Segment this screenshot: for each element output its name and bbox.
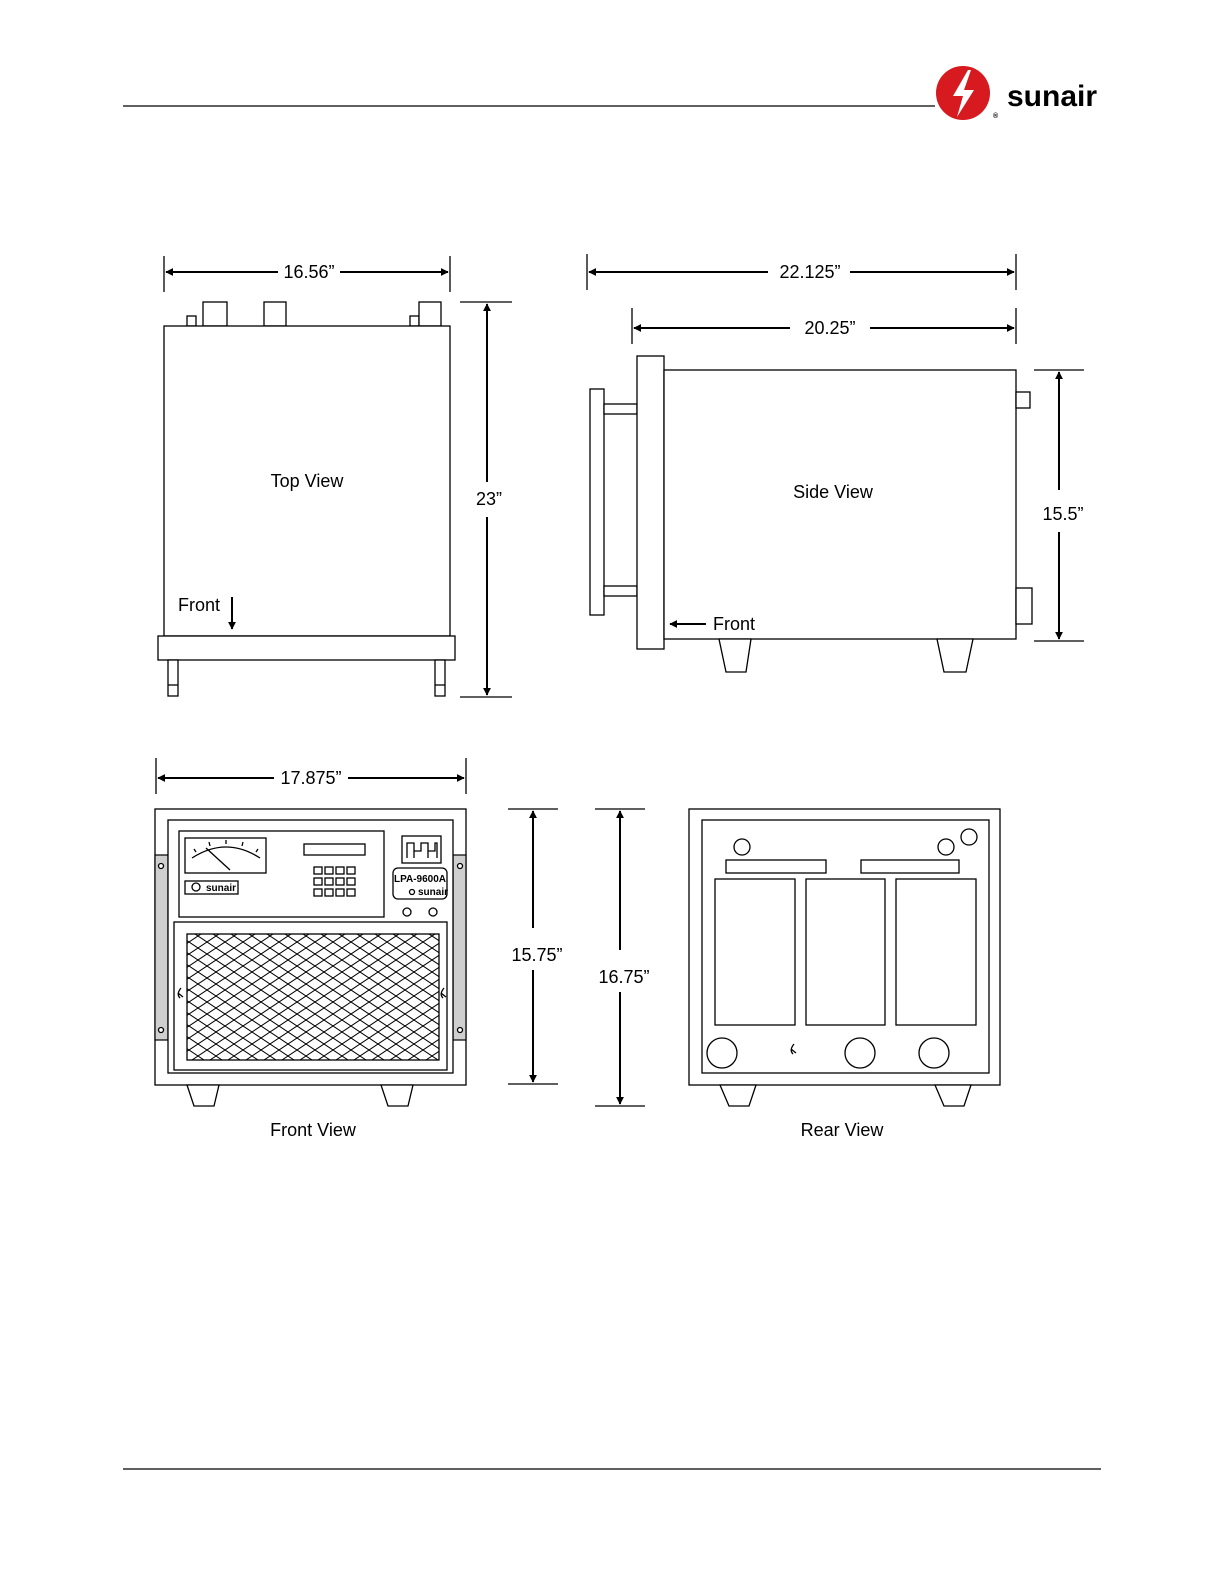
front-model-brand: sunair	[418, 887, 448, 898]
front-model-label: LPA-9600A	[394, 874, 446, 885]
front-left-rack-ear	[155, 855, 168, 1040]
front-overall-height-dimension: 16.75”	[598, 967, 649, 987]
logo-text: sunair	[1007, 80, 1097, 113]
rear-port-2-icon	[845, 1038, 875, 1068]
front-knob-right-icon	[429, 908, 437, 916]
front-foot-left	[187, 1085, 219, 1106]
top-width-dimension: 16.56”	[283, 262, 334, 282]
rear-connector-strip-left	[726, 860, 826, 873]
rear-foot-left	[720, 1085, 756, 1106]
top-front-label: Front	[178, 595, 220, 615]
side-handle	[590, 389, 604, 615]
rear-port-1-icon	[707, 1038, 737, 1068]
top-depth-dimension: 23”	[476, 489, 502, 509]
front-badge-logo-icon	[192, 883, 200, 891]
rear-foot-right	[935, 1085, 971, 1106]
front-panel-brand: sunair	[206, 883, 236, 894]
front-width-dimension: 17.875”	[280, 768, 341, 788]
logo-registered-mark: ®	[993, 112, 999, 120]
front-height-dimension: 15.75”	[511, 945, 562, 965]
page-header: sunair ®	[123, 66, 1097, 120]
rear-view-title: Rear View	[801, 1120, 885, 1140]
front-knob-left-icon	[403, 908, 411, 916]
front-view-title: Front View	[270, 1120, 357, 1140]
side-view: 22.125” 20.25” Side View Front 15.5”	[587, 254, 1084, 672]
side-foot-rear	[937, 639, 973, 672]
front-grille-mesh	[187, 934, 439, 1060]
side-front-panel	[637, 356, 664, 649]
top-view-title: Top View	[271, 471, 345, 491]
side-foot-front	[719, 639, 751, 672]
side-height-dimension: 15.5”	[1042, 504, 1083, 524]
top-view: 16.56” Top View Front 23”	[158, 256, 512, 697]
rear-module-left	[715, 879, 795, 1025]
rear-view: Rear View	[689, 809, 1000, 1140]
front-view: 17.875” sunair	[155, 758, 650, 1140]
side-overall-length-dimension: 22.125”	[779, 262, 840, 282]
rear-connector-strip-right	[861, 860, 959, 873]
side-view-title: Side View	[793, 482, 874, 502]
front-right-rack-ear	[453, 855, 466, 1040]
front-display	[304, 844, 365, 855]
front-foot-right	[381, 1085, 413, 1106]
rear-module-right	[896, 879, 976, 1025]
rear-port-3-icon	[919, 1038, 949, 1068]
side-front-label: Front	[713, 614, 755, 634]
side-body-length-dimension: 20.25”	[804, 318, 855, 338]
sunair-logo: sunair ®	[936, 66, 1097, 120]
side-view-chassis	[664, 370, 1016, 639]
top-view-front-panel	[158, 636, 455, 660]
rear-module-center	[806, 879, 885, 1025]
